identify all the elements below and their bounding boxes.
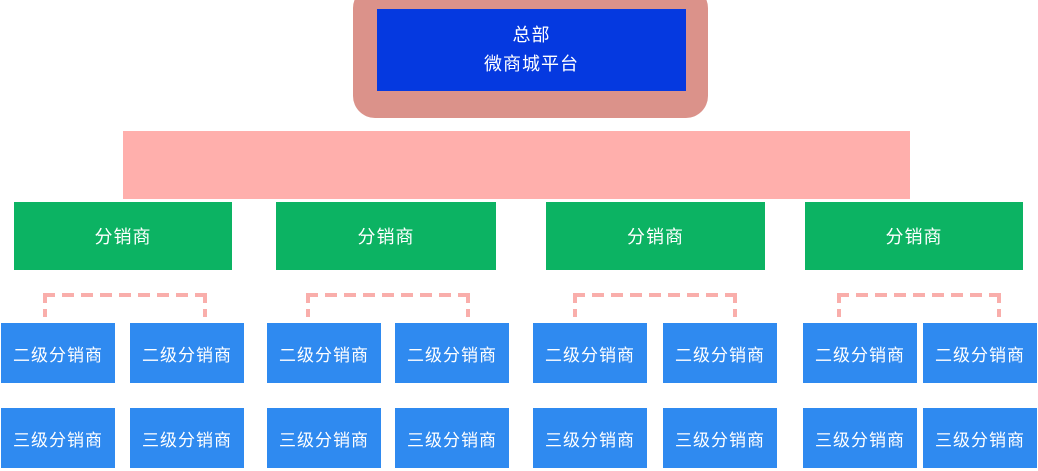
headquarters-title-line1: 总部 [512,25,551,45]
level3-node: 三级分销商 [923,408,1037,468]
distributor-node: 分销商 [276,202,496,270]
bracket-left-drop [573,295,577,317]
level3-node: 三级分销商 [533,408,647,468]
level2-node: 二级分销商 [395,323,509,383]
distributor-node: 分销商 [14,202,232,270]
distributor-node: 分销商 [546,202,765,270]
connector-bracket [573,293,737,317]
level2-node: 二级分销商 [663,323,777,383]
connector-bracket [837,293,1001,317]
level2-node: 二级分销商 [533,323,647,383]
level2-node: 二级分销商 [267,323,381,383]
bracket-right-drop [997,295,1001,317]
bracket-right-drop [733,295,737,317]
level3-node: 三级分销商 [130,408,244,468]
bracket-left-drop [306,295,310,317]
bracket-horizontal-line [306,293,470,297]
level3-node: 三级分销商 [1,408,115,468]
bracket-left-drop [837,295,841,317]
trunk-bar [123,131,910,199]
level3-node: 三级分销商 [267,408,381,468]
connector-bracket [306,293,470,317]
bracket-horizontal-line [573,293,737,297]
level2-node: 二级分销商 [130,323,244,383]
bracket-horizontal-line [43,293,207,297]
bracket-left-drop [43,295,47,317]
level3-node: 三级分销商 [663,408,777,468]
connector-bracket [43,293,207,317]
headquarters-title-line2: 微商城平台 [484,54,579,74]
level3-node: 三级分销商 [803,408,917,468]
bracket-right-drop [466,295,470,317]
level3-node: 三级分销商 [395,408,509,468]
level2-node: 二级分销商 [803,323,917,383]
bracket-right-drop [203,295,207,317]
headquarters-node: 总部 微商城平台 [377,9,686,91]
bracket-horizontal-line [837,293,1001,297]
level2-node: 二级分销商 [1,323,115,383]
distributor-node: 分销商 [805,202,1023,270]
level2-node: 二级分销商 [923,323,1037,383]
